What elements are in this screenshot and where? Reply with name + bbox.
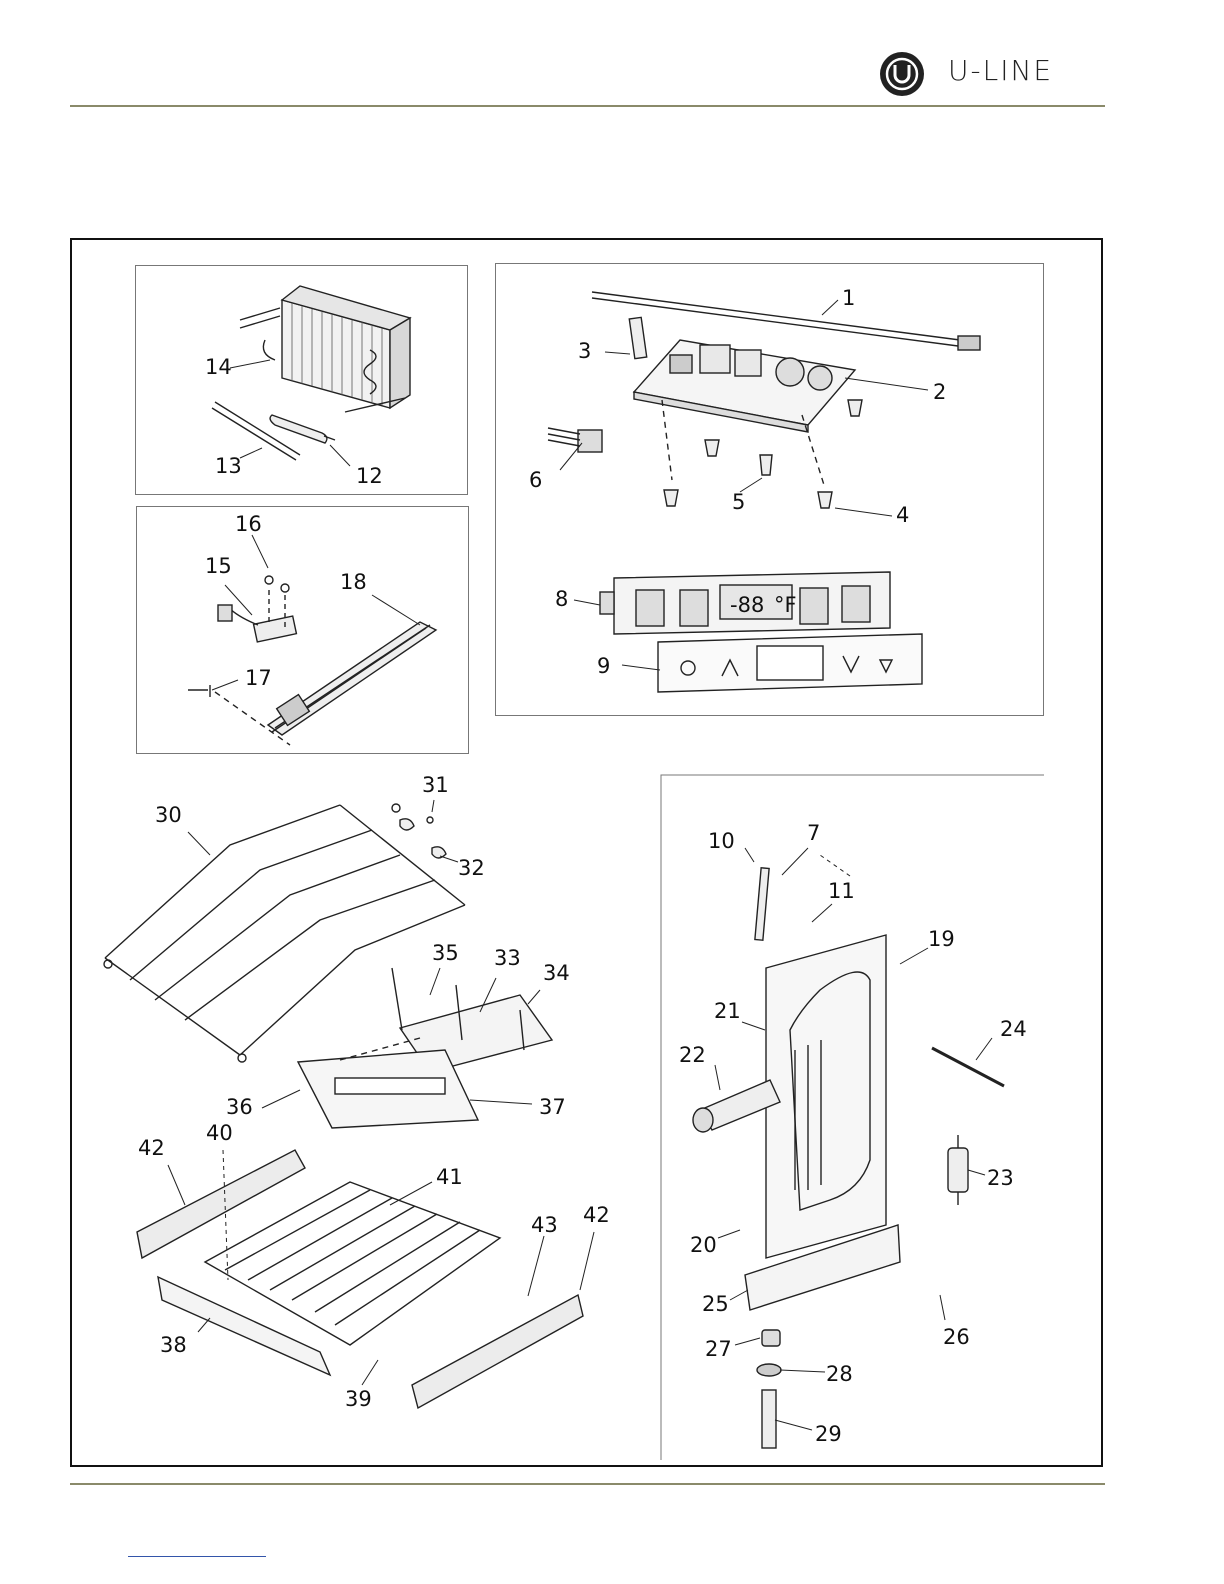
heater-rail (188, 622, 436, 745)
callout-41: 41 (436, 1165, 463, 1189)
callout-15: 15 (205, 554, 232, 578)
callout-28: 28 (826, 1362, 853, 1386)
callout-42-right: 42 (583, 1203, 610, 1227)
callout-7: 7 (807, 821, 820, 845)
callout-33: 33 (494, 946, 521, 970)
footer-rule (70, 1483, 1105, 1485)
callout-18: 18 (340, 570, 367, 594)
evaporator-plate (766, 935, 886, 1258)
callout-43: 43 (531, 1213, 558, 1237)
connecting-rod (932, 1048, 1004, 1086)
footer-link-underline[interactable] (128, 1556, 266, 1557)
capillary-tube (212, 402, 300, 460)
control-overlay (658, 634, 922, 692)
callout-20: 20 (690, 1233, 717, 1257)
callout-31: 31 (422, 773, 449, 797)
callout-9: 9 (597, 654, 610, 678)
callout-22: 22 (679, 1043, 706, 1067)
callout-4: 4 (896, 503, 909, 527)
shelf-clips (392, 804, 446, 858)
callout-17: 17 (245, 666, 272, 690)
callout-34: 34 (543, 961, 570, 985)
callout-21: 21 (714, 999, 741, 1023)
callout-27: 27 (705, 1337, 732, 1361)
wire-harness (548, 428, 602, 452)
callout-12: 12 (356, 464, 383, 488)
callout-11: 11 (828, 879, 855, 903)
filter-drier (270, 415, 335, 443)
accumulator (948, 1135, 968, 1205)
callout-39: 39 (345, 1387, 372, 1411)
callout-16: 16 (235, 512, 262, 536)
display-unit: °F (774, 593, 797, 617)
callout-1: 1 (842, 286, 855, 310)
callout-24: 24 (1000, 1017, 1027, 1041)
callout-10: 10 (708, 829, 735, 853)
callout-13: 13 (215, 454, 242, 478)
temperature-sensor (592, 292, 980, 350)
callout-29: 29 (815, 1422, 842, 1446)
callout-8: 8 (555, 587, 568, 611)
callout-19: 19 (928, 927, 955, 951)
callout-42-left: 42 (138, 1136, 165, 1160)
drawer-slide-right (412, 1295, 583, 1408)
callout-14: 14 (205, 355, 232, 379)
callout-30: 30 (155, 803, 182, 827)
callout-40: 40 (206, 1121, 233, 1145)
callout-35: 35 (432, 941, 459, 965)
callout-37: 37 (539, 1095, 566, 1119)
callout-3: 3 (578, 339, 591, 363)
callout-26: 26 (943, 1325, 970, 1349)
callout-36: 36 (226, 1095, 253, 1119)
drain-assembly (757, 1330, 781, 1448)
callout-2: 2 (933, 380, 946, 404)
callout-5: 5 (732, 490, 745, 514)
evaporator-coil (240, 286, 410, 412)
callout-23: 23 (987, 1166, 1014, 1190)
display-readout: -88 (730, 593, 764, 617)
mounting-strap (755, 868, 769, 940)
wire-shelf (104, 805, 465, 1062)
callout-32: 32 (458, 856, 485, 880)
control-board (634, 340, 855, 432)
callout-6: 6 (529, 468, 542, 492)
callout-25: 25 (702, 1292, 729, 1316)
callout-38: 38 (160, 1333, 187, 1357)
wire-connector (629, 317, 646, 358)
thermistor-assembly (218, 576, 296, 642)
